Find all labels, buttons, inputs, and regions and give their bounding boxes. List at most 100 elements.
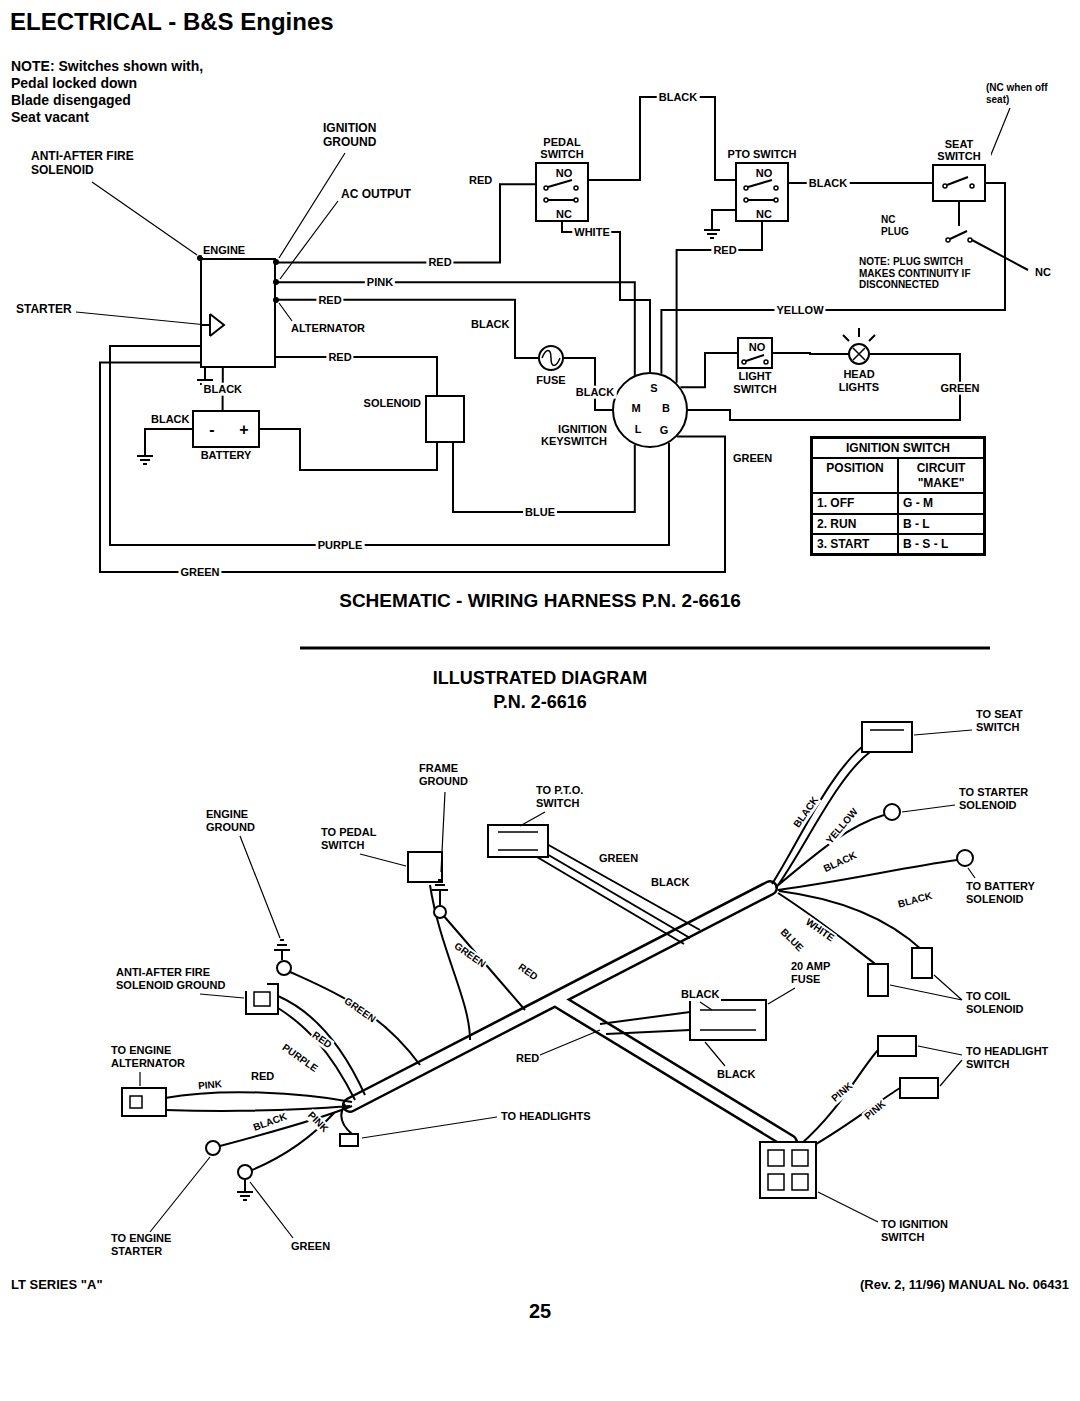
callout-label: BLACK <box>680 988 721 1001</box>
wire-color-label: BLACK <box>202 383 245 396</box>
table-cell: IGNITION SWITCH <box>812 438 984 458</box>
callout-label: FRAME GROUND <box>418 762 480 787</box>
wire <box>110 346 669 545</box>
table-cell: 1. OFF <box>812 493 898 513</box>
terminal-label: NC <box>556 208 572 221</box>
table-cell: POSITION <box>812 458 898 493</box>
callout-label: TO PEDAL SWITCH <box>320 826 392 851</box>
callout-label: ANTI-AFTER FIRE SOLENOID <box>30 150 157 178</box>
wire-color-label: PURPLE <box>279 1041 320 1075</box>
battery: BATTERY-+ <box>192 410 260 448</box>
component-name: IGNITION KEYSWITCH <box>524 423 608 448</box>
wire <box>100 363 725 573</box>
callout-label: Seat vacant <box>10 109 90 125</box>
table-cell: B - S - L <box>898 534 984 554</box>
callout-label: GREEN <box>290 1240 331 1253</box>
callout-label: BLACK <box>716 1068 757 1081</box>
page-title: ELECTRICAL - B&S Engines <box>10 8 334 36</box>
terminal-label: G <box>660 424 669 437</box>
wire <box>222 368 224 410</box>
callout-label: TO SEAT SWITCH <box>975 708 1037 733</box>
wire-color-label: BLACK <box>657 91 700 104</box>
symbol-glyph <box>542 351 560 366</box>
component-name: SOLENOID <box>348 397 422 410</box>
callout-label: RED <box>515 1052 540 1065</box>
ignition-switch-table: IGNITION SWITCHPOSITIONCIRCUIT "MAKE"1. … <box>810 436 986 556</box>
circle-outline <box>539 346 563 370</box>
callout-label: ANTI-AFTER FIRE SOLENOID GROUND <box>115 966 267 991</box>
callout-label: TO HEADLIGHTS <box>500 1110 597 1123</box>
wire-color-label: RED <box>309 1029 335 1052</box>
terminal-label: NO <box>756 167 773 180</box>
callout-label: BLACK <box>150 413 191 426</box>
callout-label: STARTER <box>15 303 73 317</box>
wire-color-label: PINK <box>305 1109 331 1135</box>
component-name: PEDAL SWITCH <box>525 136 599 161</box>
wire-color-label: RED <box>316 293 343 306</box>
terminal-label: M <box>631 402 640 415</box>
callout-label: BLACK <box>470 318 511 331</box>
callout-label: GREEN <box>598 852 639 865</box>
terminal-label: L <box>635 423 642 436</box>
callout-label: TO ENGINE ALTERNATOR <box>110 1044 202 1069</box>
component-name: BATTERY <box>189 449 263 462</box>
callout-label: LT SERIES "A" <box>10 1278 104 1293</box>
wire-color-label: PINK <box>861 1097 888 1122</box>
wire <box>562 222 650 372</box>
table-cell: B - L <box>898 514 984 534</box>
callout-label: NC <box>1034 266 1052 279</box>
callout-label: P.N. 2-6616 <box>492 692 588 713</box>
component-name: PTO SWITCH <box>725 148 799 161</box>
callout-label: RED <box>468 174 493 187</box>
callout-label: TO ENGINE STARTER <box>110 1232 182 1257</box>
terminal-label: NC <box>756 208 772 221</box>
symbol-glyph <box>853 348 865 360</box>
connector-details <box>130 730 904 1190</box>
wire <box>564 358 612 410</box>
table-cell: 2. RUN <box>812 514 898 534</box>
harness-wires <box>165 742 957 1170</box>
callout-label: (NC when off seat) <box>985 82 1067 105</box>
terminal-label: + <box>239 421 248 439</box>
wire-color-label: YELLOW <box>823 805 861 847</box>
wire-color-label: GREEN <box>938 382 981 395</box>
wire-color-label: RED <box>426 256 453 269</box>
wire <box>260 429 437 470</box>
wire-color-label: BLUE <box>523 506 557 519</box>
callout-label: RED <box>250 1070 275 1083</box>
wire <box>688 354 960 420</box>
wire-color-label: PURPLE <box>316 539 365 552</box>
table-cell: 3. START <box>812 534 898 554</box>
wire-color-label: YELLOW <box>774 304 825 317</box>
fuse-symbol: FUSE <box>538 345 564 371</box>
terminal-label: NO <box>749 341 766 354</box>
wire-color-label: WHITE <box>572 226 611 239</box>
headlight-lamp: HEAD LIGHTS <box>848 343 870 365</box>
callout-label: AC OUTPUT <box>340 188 412 202</box>
callout-label: NOTE: PLUG SWITCH MAKES CONTINUITY IF DI… <box>858 256 995 291</box>
wire-color-label: BLACK <box>896 890 935 911</box>
callout-label: TO BATTERY SOLENOID <box>965 880 1047 905</box>
wire-color-label: GREEN <box>341 995 378 1026</box>
callout-label: TO HEADLIGHT SWITCH <box>965 1045 1057 1070</box>
callout-label: ALTERNATOR <box>290 322 366 335</box>
callout-label: BLACK <box>650 876 691 889</box>
wire-color-label: BLACK <box>821 849 859 875</box>
starter-solenoid: SOLENOID <box>425 395 465 443</box>
component-name: FUSE <box>529 374 573 387</box>
circle-outline <box>849 344 869 364</box>
wire <box>276 357 437 395</box>
wire-color-label: PINK <box>365 276 395 289</box>
callout-label: Pedal locked down <box>10 75 138 91</box>
divider-rule <box>300 647 990 650</box>
wire-color-label: PINK <box>828 1079 855 1104</box>
component-name: SEAT SWITCH <box>927 138 991 163</box>
wire <box>773 353 848 354</box>
leader-lines <box>76 108 1010 325</box>
wire <box>453 443 635 512</box>
wire-color-label: BLACK <box>574 386 617 399</box>
callout-label: ENGINE GROUND <box>205 808 267 833</box>
